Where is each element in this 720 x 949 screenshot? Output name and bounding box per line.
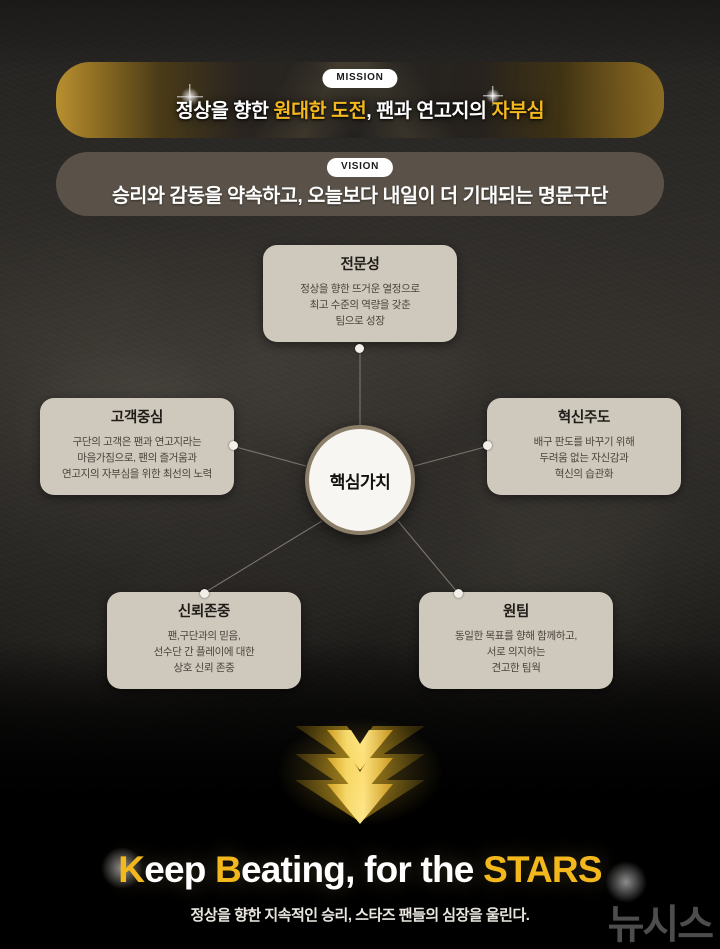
- mission-text-part: , 팬과 연고지의: [366, 100, 492, 122]
- value-card-desc: 동일한 목표를 향해 함께하고, 서로 의지하는 견고한 팀웍: [455, 629, 577, 675]
- value-card-trust-respect[interactable]: 신뢰존중 팬,구단과의 믿음, 선수단 간 플레이에 대한 상호 신뢰 존중: [107, 592, 301, 689]
- background-top-fade: [0, 0, 720, 70]
- footer-tagline: Keep Beating, for the STARS: [0, 851, 720, 888]
- core-value-label: 핵심가치: [329, 472, 391, 492]
- tagline-part: eating, for the: [240, 849, 484, 890]
- connector-dot-expertise: [355, 344, 364, 353]
- chevron-stack-icon: [245, 697, 475, 847]
- vision-text-part: 승리와 감동을 약속하고, 오늘보다 내일이 더 기대되는: [111, 185, 538, 207]
- tagline-part: B: [215, 849, 242, 890]
- value-card-desc: 구단의 고객은 팬과 연고지라는 마음가짐으로, 팬의 즐거움과 연고지의 자부…: [62, 435, 212, 481]
- tagline-part: STARS: [483, 849, 602, 890]
- value-card-innovation[interactable]: 혁신주도 배구 판도를 바꾸기 위해 두려움 없는 자신감과 혁신의 습관화: [487, 398, 681, 495]
- value-card-title: 신뢰존중: [177, 604, 231, 620]
- newsis-watermark: 뉴시스: [607, 903, 714, 947]
- footer-subtagline: 정상을 향한 지속적인 승리, 스타즈 팬들의 심장을 울린다.: [190, 907, 530, 924]
- value-card-title: 원팀: [502, 604, 530, 620]
- connector-dot-customer-focus: [229, 441, 238, 450]
- value-card-desc: 배구 판도를 바꾸기 위해 두려움 없는 자신감과 혁신의 습관화: [533, 435, 635, 481]
- value-card-title: 고객중심: [110, 410, 164, 426]
- value-card-title: 전문성: [340, 257, 380, 273]
- mission-text-accent: 자부심: [491, 100, 545, 122]
- mission-badge: MISSION: [322, 69, 398, 88]
- connector-dot-innovation: [483, 441, 492, 450]
- value-card-desc: 정상을 향한 뜨거운 열정으로 최고 수준의 역량을 갖춘 팀으로 성장: [300, 282, 420, 328]
- connector-dot-one-team: [454, 589, 463, 598]
- vision-banner: VISION 승리와 감동을 약속하고, 오늘보다 내일이 더 기대되는 명문구…: [56, 152, 664, 216]
- vision-text-part: 명문구단: [537, 185, 609, 207]
- connector-dot-trust-respect: [200, 589, 209, 598]
- vision-badge: VISION: [326, 158, 394, 177]
- value-card-one-team[interactable]: 원팀 동일한 목표를 향해 함께하고, 서로 의지하는 견고한 팀웍: [419, 592, 613, 689]
- value-card-desc: 팬,구단과의 믿음, 선수단 간 플레이에 대한 상호 신뢰 존중: [153, 629, 255, 675]
- value-card-customer-focus[interactable]: 고객중심 구단의 고객은 팬과 연고지라는 마음가짐으로, 팬의 즐거움과 연고…: [40, 398, 234, 495]
- vision-text: 승리와 감동을 약속하고, 오늘보다 내일이 더 기대되는 명문구단: [56, 179, 664, 208]
- value-card-expertise[interactable]: 전문성 정상을 향한 뜨거운 열정으로 최고 수준의 역량을 갖춘 팀으로 성장: [263, 245, 457, 342]
- value-card-title: 혁신주도: [557, 410, 611, 426]
- mission-text-accent: 원대한 도전: [273, 100, 367, 122]
- mission-text-part: 정상을 향한: [175, 100, 274, 122]
- mission-banner: MISSION 정상을 향한 원대한 도전, 팬과 연고지의 자부심: [56, 62, 664, 138]
- core-value-center[interactable]: 핵심가치: [305, 425, 415, 535]
- mission-text: 정상을 향한 원대한 도전, 팬과 연고지의 자부심: [56, 94, 664, 123]
- tagline-part: eep: [144, 849, 216, 890]
- tagline-part: K: [118, 849, 145, 890]
